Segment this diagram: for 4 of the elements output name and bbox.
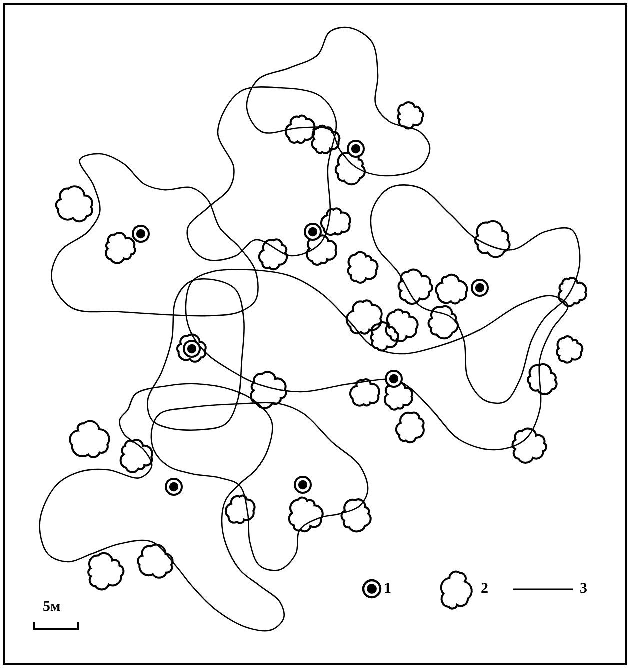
legend-label: 2	[481, 581, 488, 598]
legend-label: 1	[384, 581, 392, 598]
scale-label: 5м	[43, 599, 61, 616]
legend-label: 3	[580, 581, 588, 598]
